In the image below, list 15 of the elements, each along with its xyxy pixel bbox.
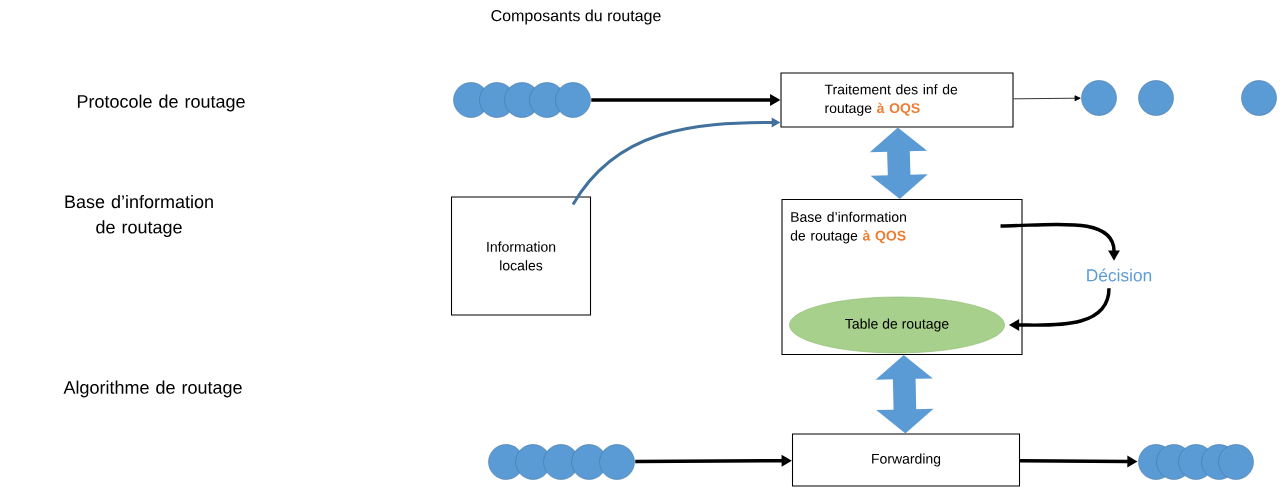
packet-queue-drawing xyxy=(453,82,591,118)
process-box: Traitement des inf de routage à OQS xyxy=(780,72,1014,128)
decision-label: Décision xyxy=(1087,268,1152,282)
packet-queue-drawing xyxy=(1138,444,1254,480)
arrow xyxy=(1013,95,1081,102)
packet-queue-drawing xyxy=(488,444,635,480)
title: Composants du routage xyxy=(491,9,661,25)
row-label: Protocole de routage xyxy=(77,94,245,112)
packet-circle xyxy=(1138,80,1174,116)
row-label: Base d’information de routage xyxy=(65,194,213,238)
packet-circle xyxy=(1081,80,1117,116)
process-box: Forwarding xyxy=(791,433,1021,487)
row-label: Algorithme de routage xyxy=(63,380,242,398)
packet-circle xyxy=(1241,80,1277,116)
process-box: Information locales xyxy=(450,196,592,316)
